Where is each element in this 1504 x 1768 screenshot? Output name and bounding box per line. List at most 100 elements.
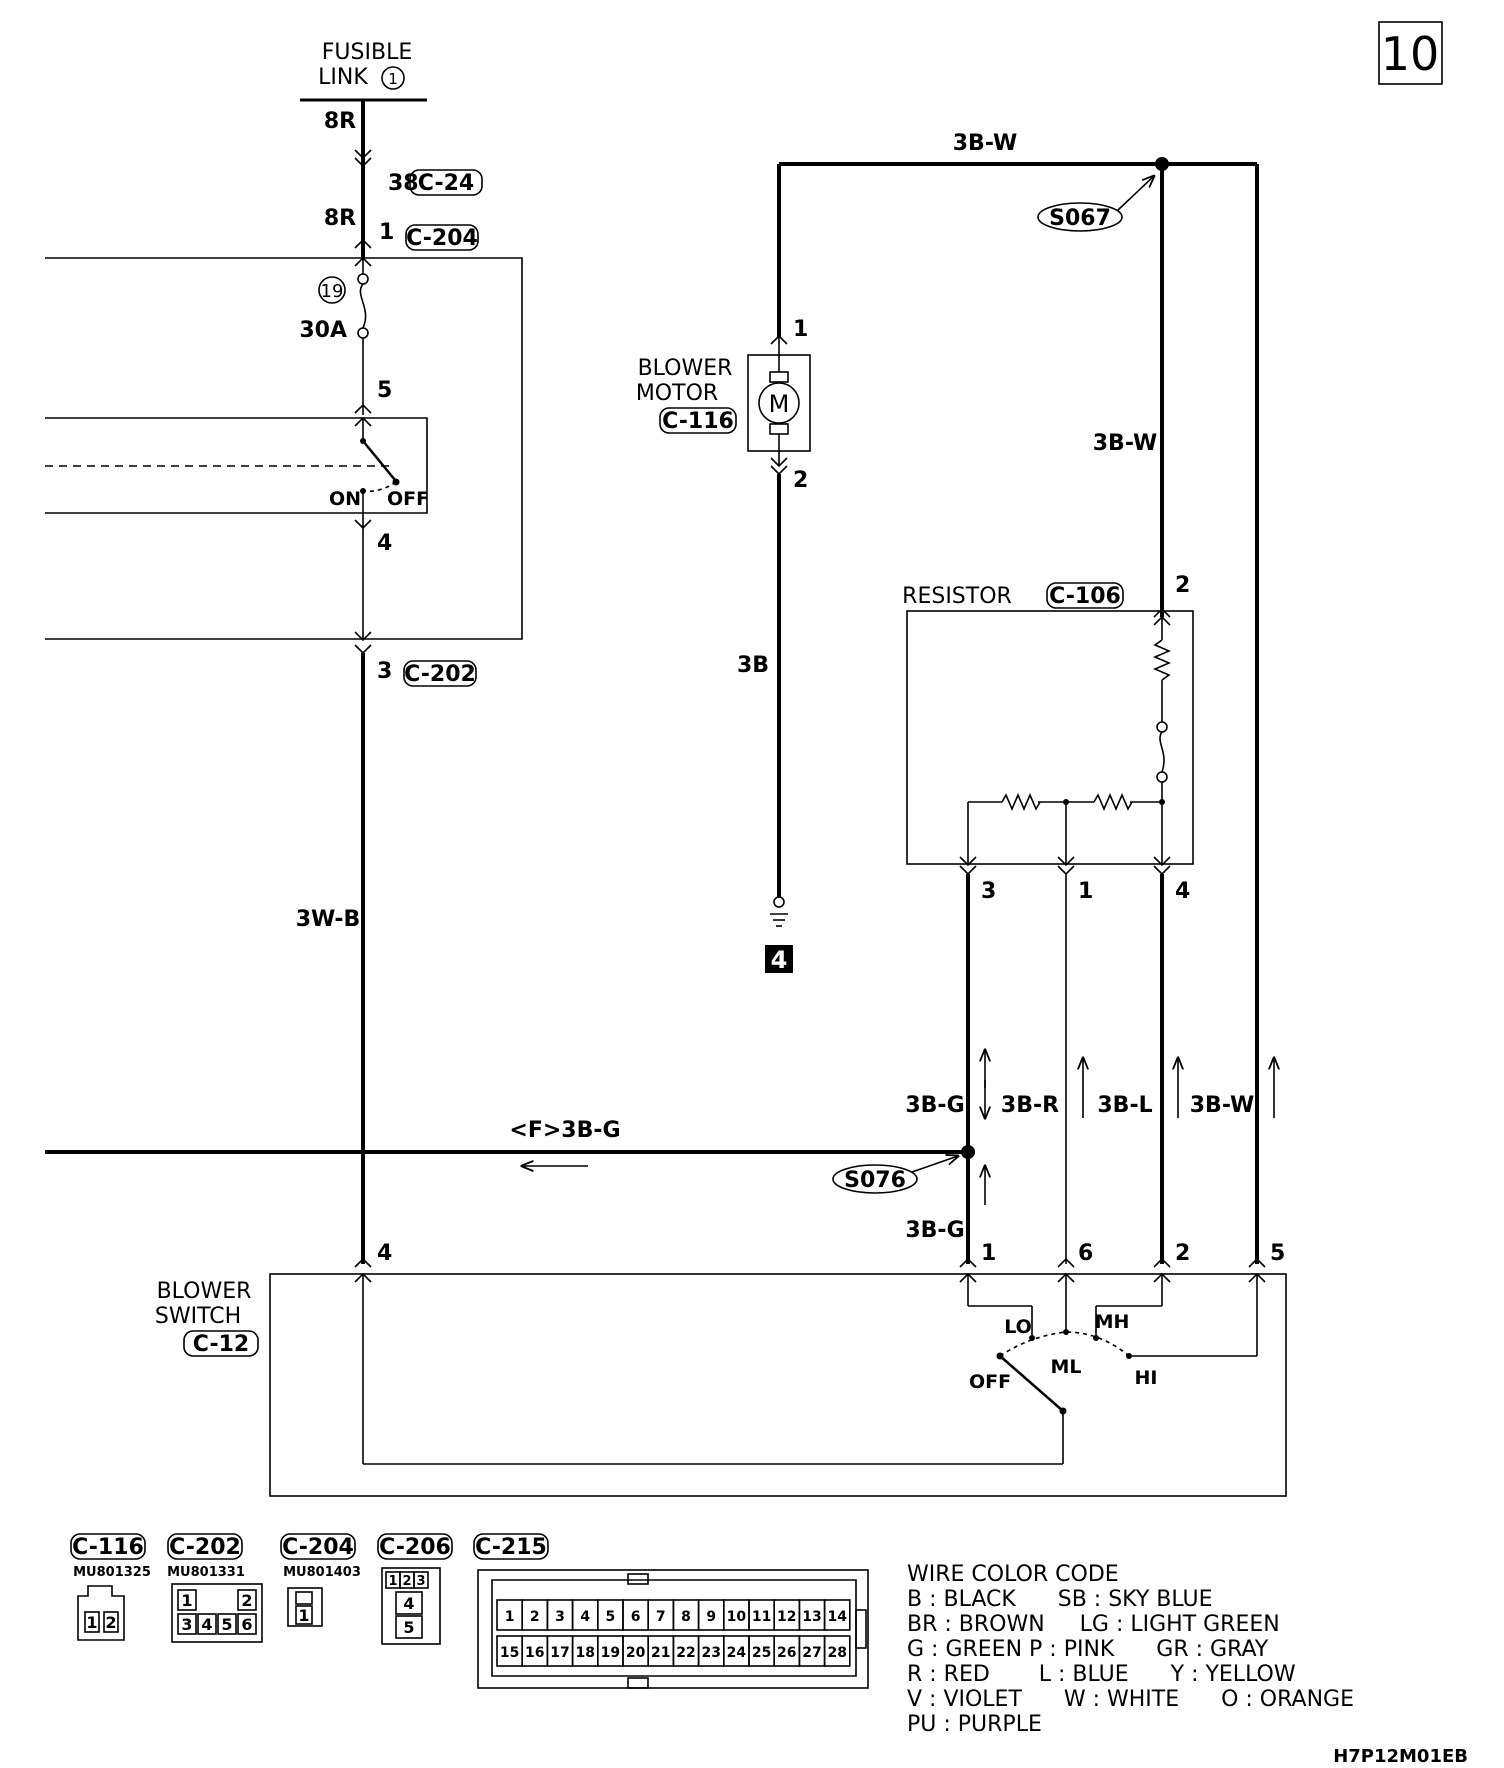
wire-label-3b-w-top: 3B-W — [953, 131, 1018, 156]
splice-s067: S067 — [1049, 206, 1111, 231]
conn-c24: C-24 — [418, 171, 474, 196]
wire-label-3b-w-mid: 3B-W — [1093, 431, 1158, 456]
switch-hi: HI — [1135, 1367, 1158, 1389]
wire-label-3b-g: 3B-G — [905, 1093, 964, 1118]
pin-38: 38 — [388, 171, 419, 196]
c215-pin-label: 4 — [580, 1609, 590, 1625]
pin-1-sw: 1 — [981, 1241, 996, 1266]
c215-pin-label: 9 — [706, 1609, 716, 1625]
conn-c116: C-116 — [662, 409, 734, 434]
c215-pin-label: 28 — [827, 1645, 846, 1661]
wire-label-3b-w-low: 3B-W — [1190, 1093, 1255, 1118]
pin-3-c202: 3 — [377, 659, 392, 684]
c215-pin-label: 3 — [555, 1609, 565, 1625]
c215-pin-label: 5 — [606, 1609, 616, 1625]
switch-ml: ML — [1050, 1356, 1081, 1378]
c215-pin-label: 14 — [827, 1609, 847, 1625]
wire-color-line-3: G : GREEN P : PINK GR : GRAY — [907, 1637, 1269, 1662]
legend-c202-part: MU801331 — [167, 1565, 245, 1580]
legend-c206: C-206 — [379, 1535, 451, 1560]
wire-color-line-5: V : VIOLET W : WHITE O : ORANGE — [907, 1687, 1354, 1712]
svg-text:2: 2 — [241, 1591, 252, 1610]
pin-5-ig: 5 — [377, 378, 392, 403]
ignition-switch-box — [45, 417, 428, 514]
c215-pin-label: 7 — [656, 1609, 666, 1625]
wire-label-3b-r: 3B-R — [1001, 1093, 1059, 1118]
wire-label-3b: 3B — [737, 653, 769, 678]
c215-pin-label: 18 — [575, 1645, 594, 1661]
c215-pin-label: 22 — [676, 1645, 695, 1661]
wire-color-line-4: R : RED L : BLUE Y : YELLOW — [907, 1662, 1296, 1687]
c215-pin-label: 8 — [681, 1609, 691, 1625]
c215-pin-label: 25 — [752, 1645, 771, 1661]
wire-label-f-3b-g: <F>3B-G — [509, 1118, 620, 1143]
page-number-box: 10 — [1378, 21, 1443, 85]
svg-text:19: 19 — [321, 281, 344, 302]
c215-pin-label: 12 — [777, 1609, 796, 1625]
splice-s076-dot — [961, 1145, 975, 1159]
svg-text:3: 3 — [416, 1574, 425, 1589]
svg-text:4: 4 — [403, 1594, 414, 1613]
svg-text:2: 2 — [105, 1613, 116, 1632]
c215-pin-label: 23 — [701, 1645, 720, 1661]
blower-motor-label-2: MOTOR — [636, 381, 718, 406]
svg-text:3: 3 — [181, 1615, 192, 1634]
pin-2-sw: 2 — [1175, 1241, 1190, 1266]
legend-c116-part: MU801325 — [73, 1565, 151, 1580]
c215-pin-label: 20 — [626, 1645, 646, 1661]
junction-block — [45, 257, 523, 640]
c215-pin-label: 21 — [651, 1645, 670, 1661]
c215-pin-label: 2 — [530, 1609, 540, 1625]
blower-motor-label-1: BLOWER — [638, 356, 733, 381]
legend-c215: C-215 — [475, 1535, 547, 1560]
pin-1-motor: 1 — [793, 317, 808, 342]
svg-text:1: 1 — [86, 1613, 97, 1632]
conn-c202: C-202 — [404, 662, 476, 687]
resistor — [906, 607, 1194, 865]
c215-pin-label: 11 — [752, 1609, 771, 1625]
switch-lo: LO — [1004, 1316, 1032, 1338]
fusible-link: FUSIBLE LINK 1 — [300, 40, 427, 102]
blower-motor: M — [747, 338, 811, 465]
c215-pin-label: 15 — [500, 1645, 519, 1661]
conn-c204: C-204 — [406, 226, 478, 251]
svg-text:4: 4 — [201, 1615, 212, 1634]
c215-pin-label: 19 — [601, 1645, 620, 1661]
svg-text:5: 5 — [221, 1615, 232, 1634]
wire-color-line-6: PU : PURPLE — [907, 1712, 1042, 1737]
pin-3-res: 3 — [981, 879, 996, 904]
conn-c12: C-12 — [193, 1332, 249, 1357]
wire-label-8r-mid: 8R — [324, 206, 356, 231]
svg-text:1: 1 — [298, 1606, 309, 1625]
fuse-rating: 30A — [299, 318, 347, 343]
c215-pin-label: 10 — [727, 1609, 747, 1625]
wire-color-line-1: B : BLACK SB : SKY BLUE — [907, 1587, 1213, 1612]
page-number: 10 — [1381, 27, 1440, 81]
ign-on-label: ON — [329, 488, 361, 510]
svg-text:1: 1 — [181, 1591, 192, 1610]
c215-pin-label: 6 — [631, 1609, 641, 1625]
wire-label-3b-g-low: 3B-G — [905, 1218, 964, 1243]
wire-color-title: WIRE COLOR CODE — [907, 1562, 1119, 1587]
pin-6-sw: 6 — [1078, 1241, 1093, 1266]
ground-number: 4 — [771, 946, 788, 974]
pin-2-res: 2 — [1175, 573, 1190, 598]
connector-arrow — [354, 149, 372, 168]
svg-text:5: 5 — [403, 1618, 414, 1637]
c215-pin-cell — [823, 1635, 851, 1667]
legend-c202: C-202 — [169, 1535, 241, 1560]
svg-text:M: M — [769, 390, 790, 418]
pin-5-sw: 5 — [1270, 1241, 1285, 1266]
wire-label-8r-top: 8R — [324, 109, 356, 134]
svg-text:2: 2 — [402, 1574, 411, 1589]
pin-4-ig: 4 — [377, 531, 392, 556]
switch-off: OFF — [969, 1371, 1011, 1393]
c215-pin-cell — [823, 1599, 851, 1631]
ign-off-label: OFF — [387, 488, 429, 510]
c215-pin-label: 13 — [802, 1609, 821, 1625]
c215-pin-label: 26 — [777, 1645, 796, 1661]
resistor-label: RESISTOR — [902, 584, 1012, 609]
legend-c116: C-116 — [72, 1535, 144, 1560]
pin-2-motor: 2 — [793, 468, 808, 493]
connector-legend: C-116 MU801325 1 2 C-202 MU801331 1 2 3 … — [70, 1533, 869, 1689]
